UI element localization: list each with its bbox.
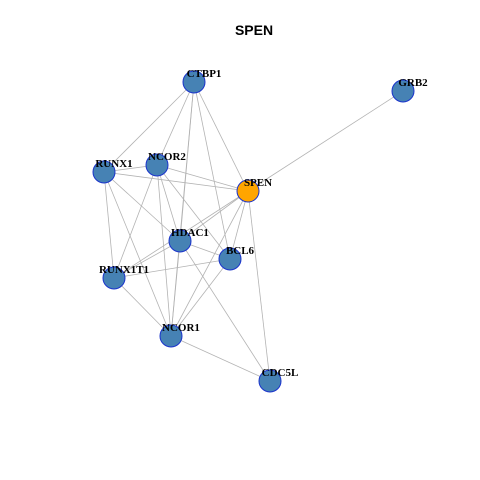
edge-bcl6-runx1t1 bbox=[113, 258, 231, 279]
edge-ncor2-runx1t1 bbox=[113, 164, 158, 279]
edge-spen-bcl6 bbox=[229, 190, 249, 260]
edge-ncor2-bcl6 bbox=[156, 164, 231, 260]
node-cdc5l bbox=[258, 369, 282, 393]
edges-layer bbox=[103, 81, 404, 382]
node-runx1 bbox=[92, 160, 116, 184]
node-label-hdac1: HDAC1 bbox=[171, 227, 209, 239]
edge-ctbp1-bcl6 bbox=[193, 81, 231, 260]
node-label-bcl6: BCL6 bbox=[226, 245, 255, 257]
node-grb2 bbox=[391, 79, 415, 103]
edge-spen-hdac1 bbox=[179, 190, 249, 242]
edge-hdac1-runx1t1 bbox=[113, 240, 181, 279]
node-label-runx1t1: RUNX1T1 bbox=[99, 264, 149, 276]
node-label-ncor1: NCOR1 bbox=[162, 322, 200, 334]
node-label-grb2: GRB2 bbox=[398, 77, 428, 89]
node-ncor2 bbox=[145, 153, 169, 177]
edge-spen-ncor1 bbox=[170, 190, 249, 337]
edge-ctbp1-runx1 bbox=[103, 81, 195, 173]
node-ncor1 bbox=[159, 324, 183, 348]
edge-ctbp1-spen bbox=[193, 81, 249, 192]
edge-runx1t1-ncor1 bbox=[113, 277, 172, 337]
node-label-cdc5l: CDC5L bbox=[262, 367, 299, 379]
edge-runx1-hdac1 bbox=[103, 171, 181, 242]
edge-spen-grb2 bbox=[247, 90, 404, 192]
node-hdac1 bbox=[168, 229, 192, 253]
node-runx1t1 bbox=[102, 266, 126, 290]
node-label-runx1: RUNX1 bbox=[95, 158, 132, 170]
node-label-ncor2: NCOR2 bbox=[148, 151, 186, 163]
edge-runx1-ncor1 bbox=[103, 171, 172, 337]
node-ctbp1 bbox=[182, 70, 206, 94]
edge-bcl6-ncor1 bbox=[170, 258, 231, 337]
edge-ncor2-spen bbox=[156, 164, 249, 192]
edge-ncor1-cdc5l bbox=[170, 335, 271, 382]
edge-runx1-runx1t1 bbox=[103, 171, 115, 279]
edge-hdac1-ncor1 bbox=[170, 240, 181, 337]
edge-runx1-spen bbox=[103, 171, 249, 192]
node-bcl6 bbox=[218, 247, 242, 271]
node-label-spen: SPEN bbox=[244, 177, 272, 189]
edge-spen-cdc5l bbox=[247, 190, 271, 382]
nodes-layer bbox=[92, 70, 415, 393]
node-label-ctbp1: CTBP1 bbox=[187, 68, 222, 80]
edge-ctbp1-ncor2 bbox=[156, 81, 195, 166]
edge-ncor2-ncor1 bbox=[156, 164, 172, 337]
graph-title: SPEN bbox=[235, 22, 273, 38]
node-spen bbox=[236, 179, 260, 203]
edge-ncor2-hdac1 bbox=[156, 164, 181, 242]
